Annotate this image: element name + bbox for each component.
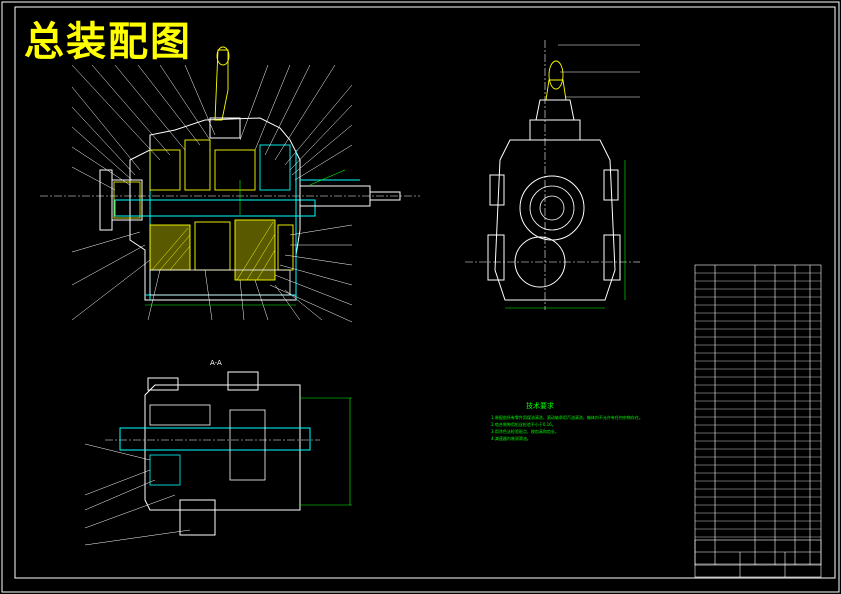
parts-list-rows [695, 272, 821, 538]
main-section-view [40, 46, 420, 323]
drawing-title: 总装配图 [24, 19, 192, 65]
side-view [465, 40, 640, 310]
technical-note-item: 2.啮合侧隙用铅丝检验不小于0.16。 [491, 422, 556, 427]
title-block [694, 539, 822, 578]
technical-note-item: 4.减速器内装润滑油。 [491, 436, 531, 441]
parts-list-table [694, 264, 822, 566]
technical-notes-heading: 技术要求 [526, 402, 554, 410]
technical-note-item: 3.用涂色法检验斑点，按齿高和齿长。 [491, 429, 559, 434]
technical-note-item: 1.装配前所有零件用煤油清洗，滚动轴承用汽油清洗，箱体内不允许有任何杂物存在。 [491, 415, 643, 420]
bottom-section-view [84, 371, 352, 546]
section-view-label: A-A [210, 359, 222, 367]
technical-notes-list: 1.装配前所有零件用煤油清洗，滚动轴承用汽油清洗，箱体内不允许有任何杂物存在。 … [491, 414, 643, 442]
sheet-border-inner [14, 6, 836, 579]
